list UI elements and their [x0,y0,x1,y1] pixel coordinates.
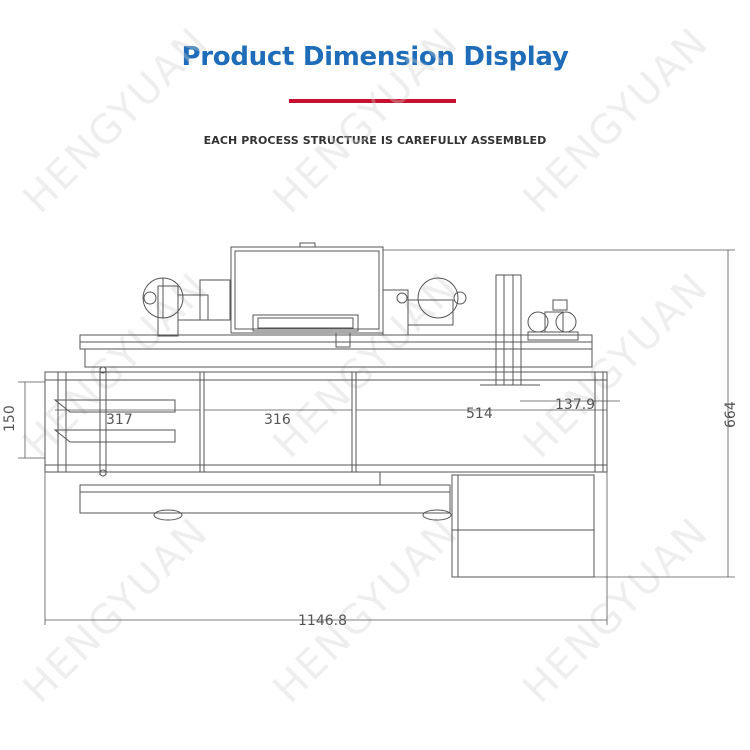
left-film-roll [142,277,231,337]
conveyor-body [44,371,608,473]
vertical-panel [480,274,540,386]
watermark: HENGYUAN [265,509,468,712]
sealing-head-unit [230,242,384,348]
page-subtitle: EACH PROCESS STRUCTURE IS CAREFULLY ASSE… [203,134,547,147]
page-title: Product Dimension Display [181,42,569,72]
watermark: HENGYUAN [515,264,718,467]
dimension-137-9: 137.9 [555,397,595,413]
lower-frame [79,472,452,521]
dimension-150: 150 [2,405,18,432]
forming-mold [53,366,176,477]
dimension-lines [18,249,735,625]
control-cabinet [451,474,595,578]
dimension-1146-8: 1146.8 [298,613,347,629]
title-underline [289,99,456,103]
watermark: HENGYUAN [515,509,718,712]
dimension-664: 664 [723,401,739,428]
watermark: HENGYUAN [15,19,218,222]
motor-unit [527,299,579,341]
dimension-317: 317 [106,412,133,428]
dimension-514: 514 [466,406,493,422]
watermark: HENGYUAN [265,19,468,222]
watermarks: HENGYUAN HENGYUAN HENGYUAN HENGYUAN HENG… [15,19,718,712]
dimension-316: 316 [264,412,291,428]
watermark: HENGYUAN [265,264,468,467]
watermark: HENGYUAN [515,19,718,222]
top-rail [79,334,593,368]
